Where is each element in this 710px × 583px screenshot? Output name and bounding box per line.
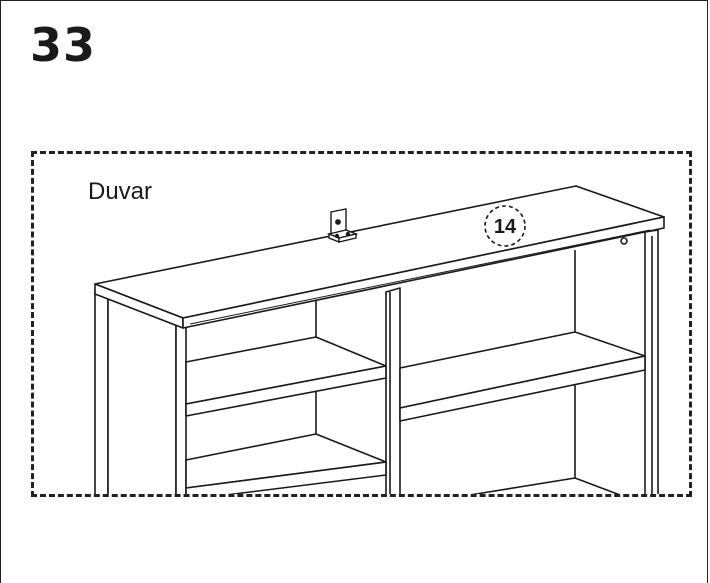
left-shelf-lower (185, 433, 387, 494)
wall-label: Duvar (88, 178, 153, 205)
right-shelf-lower (471, 477, 620, 494)
right-side-panel (644, 229, 659, 494)
top-panel (94, 185, 665, 329)
part-number: 14 (494, 216, 517, 238)
left-shelf-upper (185, 336, 387, 417)
right-shelf-upper (399, 331, 646, 422)
screw-hole (620, 237, 628, 245)
step-number: 33 (30, 18, 97, 72)
middle-divider (385, 287, 401, 494)
detail-frame (31, 151, 692, 497)
left-front-post (175, 322, 187, 494)
part-callout-icon: 14 (484, 205, 526, 247)
wall-bracket-icon (326, 208, 359, 244)
